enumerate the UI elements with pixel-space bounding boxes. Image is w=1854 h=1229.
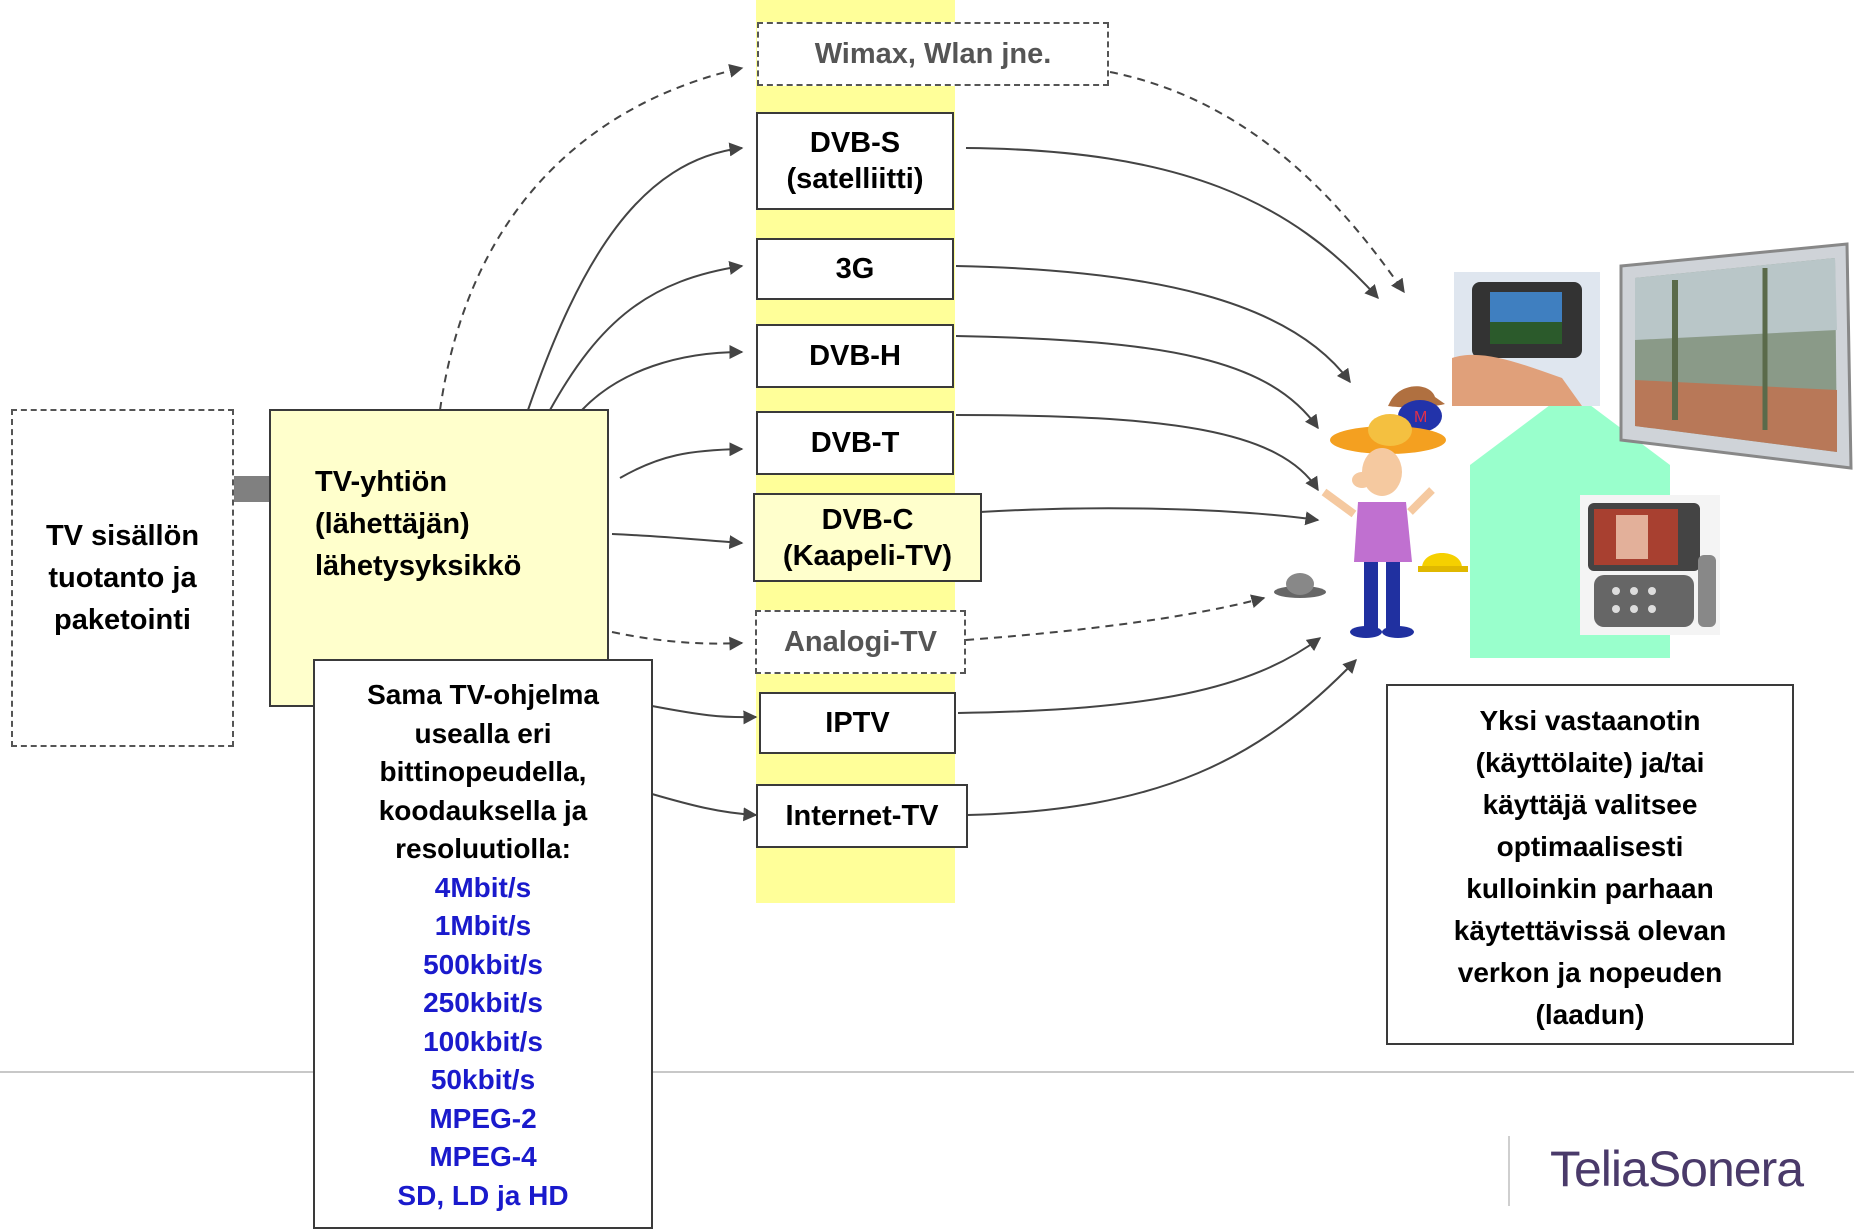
note-line: bittinopeudella, [379,756,587,787]
bitrate-option: 250kbit/s [423,987,543,1018]
footer-divider [0,1071,1854,1073]
bitrate-option: 50kbit/s [430,1064,536,1095]
note-line: Sama TV-ohjelma [367,679,599,710]
arrow-wimax-in [439,63,744,411]
receiver-note-line: käytettävissä olevan [1453,915,1727,946]
network-analog-tv: Analogi-TV [755,610,966,674]
arrow-dvbt-in [619,442,744,479]
codec-option: MPEG-2 [429,1102,537,1134]
svg-text:M: M [1414,409,1427,426]
arrow-dvbh-in [581,345,744,411]
arrow-dvbt-out [955,414,1319,492]
bitrate-option: 4Mbit/s [434,871,532,903]
bitrate-option: 500kbit/s [423,948,543,980]
content-production-box: TV sisällön tuotanto ja paketointi [11,409,234,747]
teliasonera-logo: TeliaSonera [1550,1141,1804,1197]
arrow-dvbc-out [979,507,1320,526]
receiver-note-line: (käyttölaite) ja/tai [1475,747,1705,778]
network-wimax: Wimax, Wlan jne. [757,22,1109,86]
arrow-dvbh-out [955,335,1319,430]
arrow-analog-in [611,631,744,651]
note-line: koodauksella ja [378,794,588,826]
receiver-note-line: Yksi vastaanotin [1479,705,1701,736]
arrow-iptv-out [957,637,1322,714]
handheld-device-illustration [1452,272,1600,406]
receiver-note-line: käyttäjä valitsee [1482,789,1698,820]
arrow-3g-out [955,265,1351,384]
arrow-dvbs-in [527,142,744,411]
note-line: usealla eri [414,717,552,749]
arrow-internet-out [967,658,1357,816]
network-dvb-t: DVB-T [756,411,954,475]
arrow-wimax-out [1109,71,1405,294]
resolution-option: SD, LD ja HD [397,1179,569,1211]
receiver-note-line: kulloinkin parhaan [1466,873,1714,904]
arrow-analog-out [965,594,1266,641]
broadcaster-unit-box: TV-yhtiön (lähettäjän) lähetysyksikkö [269,409,609,707]
arrow-iptv-in [651,705,758,725]
network-internet-tv: Internet-TV [756,784,968,848]
network-3g: 3G [756,238,954,300]
arrow-dvbc-in [611,533,744,550]
user-juggling-hats-illustration: M [1274,386,1468,638]
arrow-dvbs-out [965,147,1379,300]
bitrate-option: 1Mbit/s [434,910,532,941]
network-iptv: IPTV [759,692,956,754]
codec-option: MPEG-4 [429,1141,537,1172]
receiver-note-box: Yksi vastaanotin (käyttölaite) ja/tai kä… [1386,684,1794,1045]
network-dvb-c: DVB-C (Kaapeli-TV) [753,493,982,582]
bitrate-option: 100kbit/s [423,1025,543,1057]
logo-separator [1508,1136,1510,1206]
note-line: resoluutiolla: [395,833,571,864]
mobile-phone-illustration [1580,495,1720,635]
receiver-note-line: (laadun) [1535,999,1645,1030]
arrow-3g-in [549,260,744,411]
flat-tv-illustration [1619,242,1853,470]
network-dvb-s: DVB-S (satelliitti) [756,112,954,210]
bitrate-note-box: Sama TV-ohjelma usealla eri bittinopeude… [313,659,653,1229]
receiver-note-line: verkon ja nopeuden [1457,957,1723,988]
arrow-internet-in [651,793,758,822]
receiver-note-line: optimaalisesti [1496,831,1684,862]
network-dvb-h: DVB-H [756,324,954,388]
